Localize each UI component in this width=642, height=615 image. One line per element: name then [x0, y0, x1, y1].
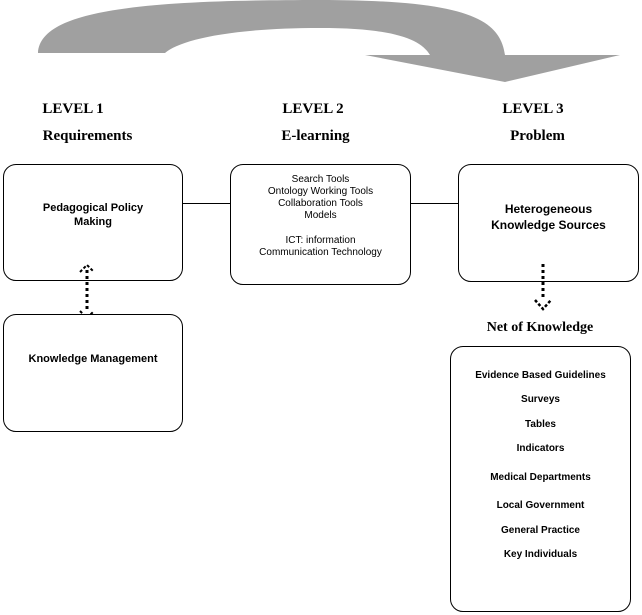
connector-line-right	[410, 203, 459, 204]
net-item-general-practice: General Practice	[501, 525, 580, 536]
tool-ontology: Ontology Working Tools	[267, 186, 374, 197]
dotted-double-arrow	[79, 263, 95, 320]
net-item-surveys: Surveys	[521, 394, 560, 405]
heterogeneous-sources-box: Heterogeneous Knowledge Sources	[458, 164, 639, 282]
level-2-number: LEVEL 2	[282, 101, 344, 117]
pedagogical-line-1: Pedagogical Policy	[42, 202, 144, 214]
connector-line-left	[182, 203, 231, 204]
tool-models: Models	[304, 210, 337, 221]
ict-line-1: ICT: information	[285, 235, 356, 246]
ict-line-2: Communication Technology	[259, 247, 382, 258]
level-1-name: Requirements	[42, 128, 133, 144]
heterogeneous-line-2: Knowledge Sources	[491, 218, 606, 232]
level-3-number: LEVEL 3	[502, 101, 564, 117]
net-item-evidence: Evidence Based Guidelines	[475, 370, 606, 381]
level-2-name: E-learning	[281, 128, 350, 144]
net-item-medical: Medical Departments	[490, 472, 591, 483]
pedagogical-policy-box: Pedagogical Policy Making	[3, 164, 183, 281]
curved-flow-arrow	[38, 0, 620, 82]
net-item-tables: Tables	[525, 419, 556, 430]
curved-arrow-shape	[38, 0, 620, 82]
net-of-knowledge-title: Net of Knowledge	[486, 320, 594, 335]
dotted-down-arrow	[534, 264, 552, 311]
tool-search: Search Tools	[291, 174, 350, 185]
elearning-tools-box: Search Tools Ontology Working Tools Coll…	[230, 164, 411, 285]
net-of-knowledge-box: Evidence Based Guidelines Surveys Tables…	[450, 346, 631, 612]
net-item-indicators: Indicators	[516, 443, 565, 454]
tool-collaboration: Collaboration Tools	[278, 198, 363, 209]
net-item-key-individuals: Key Individuals	[503, 549, 578, 560]
knowledge-management-box: Knowledge Management	[3, 314, 183, 432]
heterogeneous-line-1: Heterogeneous	[504, 202, 593, 216]
knowledge-management-label: Knowledge Management	[28, 353, 158, 365]
pedagogical-line-2: Making	[74, 216, 112, 228]
level-1-number: LEVEL 1	[42, 101, 104, 117]
net-item-local-government: Local Government	[496, 500, 585, 511]
level-3-name: Problem	[510, 128, 565, 144]
